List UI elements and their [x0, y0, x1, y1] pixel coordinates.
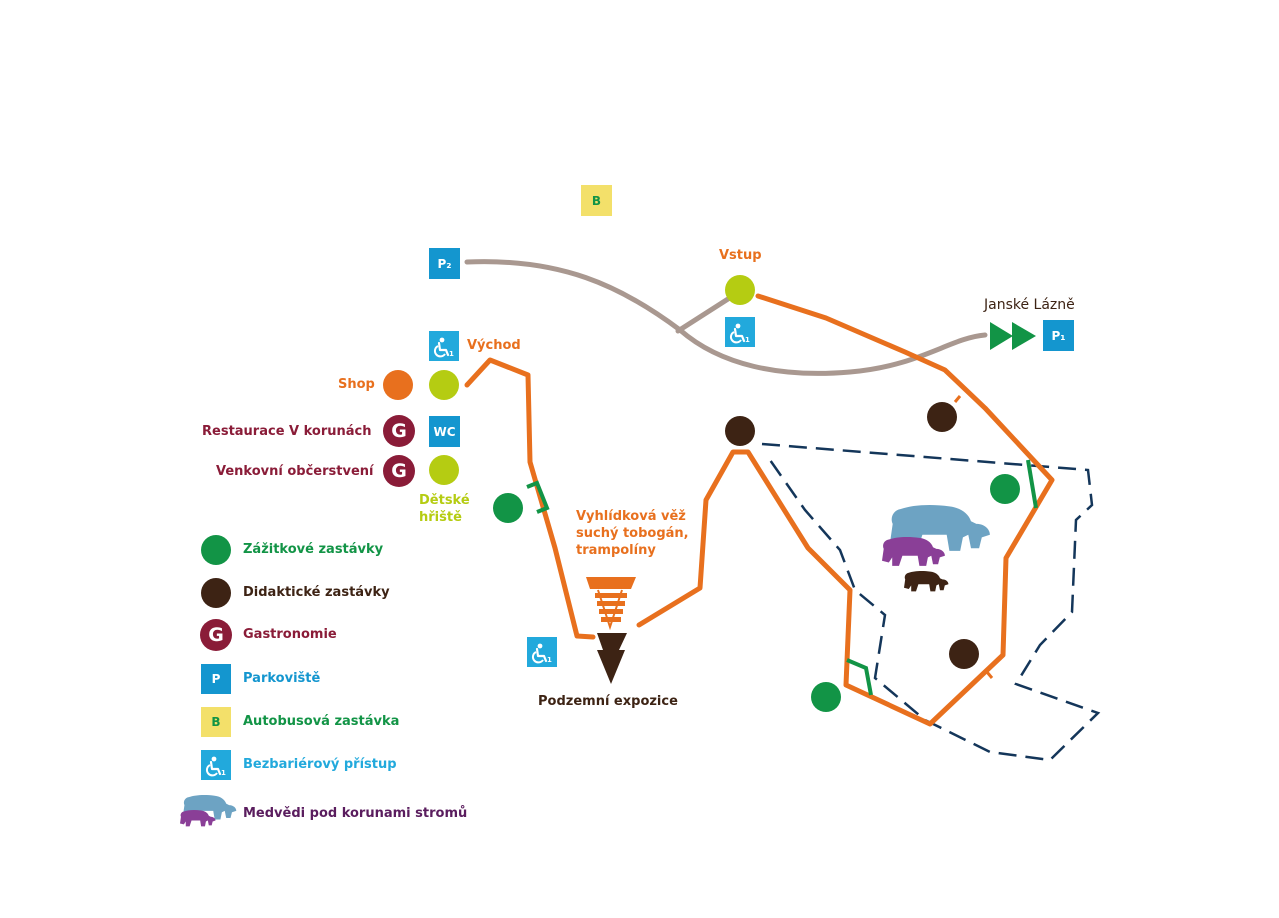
footbridge	[846, 658, 873, 696]
legend-bears-icon	[180, 794, 237, 827]
tower-icon	[586, 577, 636, 631]
parking-p2-badge[interactable]: P₂	[429, 248, 460, 279]
legend-bus-stop-label: Autobusová zastávka	[243, 714, 400, 729]
down-arrow-icon	[597, 633, 627, 684]
legend-gastronomy-label: Gastronomie	[243, 627, 337, 642]
legend-brown-circle-icon	[201, 578, 231, 608]
footbridge	[1026, 459, 1038, 509]
didactic-stop[interactable]	[725, 416, 755, 446]
access-road	[464, 259, 988, 376]
restaurant-label: Restaurace V korunách	[202, 424, 372, 439]
wc-badge[interactable]: WC	[429, 416, 460, 447]
parking-p1-badge[interactable]: P₁	[1043, 320, 1074, 351]
shop-label: Shop	[338, 377, 375, 392]
legend-gastronomy-icon: G	[200, 619, 232, 651]
legend-parking-label: Parkoviště	[243, 671, 321, 686]
didactic-stop[interactable]	[927, 402, 957, 432]
trail-main-loop	[636, 293, 1055, 727]
legend-accessible-label: Bezbariérový přístup	[243, 757, 397, 772]
entrance-stop[interactable]	[725, 275, 755, 305]
underground-expo-label: Podzemní expozice	[538, 694, 678, 709]
wheelchair-icon	[429, 331, 459, 361]
legend-parking-icon: P	[201, 664, 231, 694]
experience-stop[interactable]	[493, 493, 523, 523]
double-arrow-icon	[990, 322, 1036, 350]
trail-tick	[985, 671, 994, 679]
janske-lazne-label: Janské Lázně	[984, 297, 1075, 313]
legend-experience-label: Zážitkové zastávky	[243, 542, 384, 557]
bear-icon	[904, 570, 949, 592]
didactic-stop[interactable]	[949, 639, 979, 669]
legend-didactic-label: Didaktické zastávky	[243, 585, 390, 600]
experience-stop[interactable]	[990, 474, 1020, 504]
wheelchair-icon	[725, 317, 755, 347]
experience-stop[interactable]	[811, 682, 841, 712]
wheelchair-icon	[527, 637, 557, 667]
bear-enclosure-boundary	[761, 442, 1101, 762]
playground-stop[interactable]	[429, 455, 459, 485]
trail-tick	[953, 395, 962, 403]
trail-exit-segment	[464, 357, 596, 640]
playground-label: Dětské hřiště	[419, 493, 470, 525]
entrance-connector	[675, 296, 731, 334]
outdoor-gastro-icon: G	[383, 455, 415, 487]
legend-green-circle-icon	[201, 535, 231, 565]
bus-stop-badge[interactable]: B	[581, 185, 612, 216]
entrance-label: Vstup	[719, 248, 762, 263]
shop-stop[interactable]	[383, 370, 413, 400]
exit-stop[interactable]	[429, 370, 459, 400]
lookout-tower-label: Vyhlídková věž suchý tobogán, trampolíny	[576, 509, 689, 558]
exit-label: Východ	[467, 338, 521, 353]
bear-icon	[882, 536, 945, 566]
legend-bus-stop-icon: B	[201, 707, 231, 737]
legend-wheelchair-icon	[201, 750, 231, 780]
legend-bears-label: Medvědi pod korunami stromů	[243, 806, 468, 821]
outdoor-refreshment-label: Venkovní občerstvení	[216, 464, 374, 479]
restaurant-gastro-icon: G	[383, 415, 415, 447]
footbridge	[526, 480, 550, 514]
